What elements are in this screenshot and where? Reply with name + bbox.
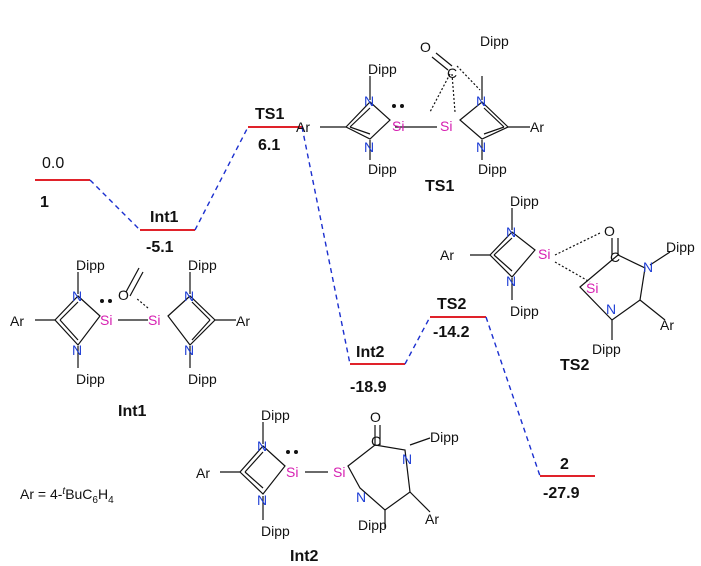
int2-dipp-1: Dipp xyxy=(261,407,290,423)
ts2-ar-left: Ar xyxy=(440,247,454,263)
int2-dipp-2: Dipp xyxy=(261,523,290,539)
ts1-dipp-1: Dipp xyxy=(368,61,397,77)
ts1-atom-n1: N xyxy=(364,93,374,109)
name-1: 1 xyxy=(40,194,49,211)
ts1-atom-n2: N xyxy=(364,139,374,155)
int1-atom-n3: N xyxy=(184,288,194,304)
int1-atom-si1: Si xyxy=(100,312,112,328)
name-ts2: TS2 xyxy=(437,296,466,313)
int2-dipp-4: Dipp xyxy=(358,517,387,533)
structure-ts1: O C N N Si Si N N Ar Ar Dipp Dipp Dipp D… xyxy=(296,33,544,195)
ts1-atom-si2: Si xyxy=(440,118,452,134)
structure-int1: O N N Si Si N N Ar Ar Dipp Dipp Dipp Dip… xyxy=(10,257,250,420)
ts1-dipp-2: Dipp xyxy=(368,161,397,177)
int1-dipp-2: Dipp xyxy=(76,371,105,387)
ts1-ar-left: Ar xyxy=(296,119,310,135)
int1-atom-n2: N xyxy=(72,342,82,358)
int1-dipp-1: Dipp xyxy=(76,257,105,273)
int2-ar-right: Ar xyxy=(425,511,439,527)
connector-int2-ts2 xyxy=(404,316,431,365)
ts2-atom-c: C xyxy=(610,249,620,265)
int2-ar-left: Ar xyxy=(196,465,210,481)
ts2-atom-n1: N xyxy=(506,224,516,240)
energy-ts1: 6.1 xyxy=(258,137,280,154)
int1-ar-right: Ar xyxy=(236,313,250,329)
level-labels: 0.0 1 Int1 -5.1 TS1 6.1 Int2 -18.9 TS2 -… xyxy=(40,106,580,502)
name-int2: Int2 xyxy=(356,344,385,361)
ts2-dipp-3: Dipp xyxy=(666,239,695,255)
connector-1-int1 xyxy=(89,179,141,231)
ts1-ar-right: Ar xyxy=(530,119,544,135)
energy-int1: -5.1 xyxy=(146,239,174,256)
energy-2: -27.9 xyxy=(543,485,580,502)
connector-int1-ts1 xyxy=(194,126,249,231)
int1-atom-n4: N xyxy=(184,342,194,358)
int1-dipp-3: Dipp xyxy=(188,257,217,273)
int2-atom-n4: N xyxy=(356,489,366,505)
int2-atom-n3: N xyxy=(402,451,412,467)
ts2-atom-si2: Si xyxy=(586,280,598,296)
ts2-atom-o: O xyxy=(604,223,615,239)
int1-dipp-4: Dipp xyxy=(188,371,217,387)
ts2-atom-si1: Si xyxy=(538,246,550,262)
ar-definition: Ar = 4-tBuC6H4 xyxy=(20,486,114,506)
connector-ts1-int2 xyxy=(301,126,351,365)
ts1-dipp-4: Dipp xyxy=(478,161,507,177)
int2-atom-o: O xyxy=(370,409,381,425)
ts1-atom-n4: N xyxy=(476,139,486,155)
structure-ts2: O C N N Si Si N N Ar Ar Dipp Dipp Dipp D… xyxy=(440,193,695,374)
int1-ar-left: Ar xyxy=(10,313,24,329)
int1-atom-o: O xyxy=(118,287,129,303)
structure-int2: O C N N Si Si N N Ar Ar Dipp Dipp Dipp D… xyxy=(196,407,459,565)
ts2-atom-n3: N xyxy=(643,259,653,275)
int2-atom-n1: N xyxy=(257,438,267,454)
ts1-atom-c: C xyxy=(447,65,457,81)
int1-atom-si2: Si xyxy=(148,312,160,328)
structure-label-ts2: TS2 xyxy=(560,357,589,374)
ts2-dipp-1: Dipp xyxy=(510,193,539,209)
ts2-dipp-4: Dipp xyxy=(592,341,621,357)
ts1-atom-o: O xyxy=(420,39,431,55)
structure-label-int1: Int1 xyxy=(118,403,147,420)
int2-dipp-3: Dipp xyxy=(430,429,459,445)
energy-levels xyxy=(35,126,595,477)
energy-ts2: -14.2 xyxy=(433,324,470,341)
energy-int2: -18.9 xyxy=(350,379,387,396)
connector-ts2-2 xyxy=(485,316,541,477)
ts2-atom-n2: N xyxy=(506,273,516,289)
structure-label-int2: Int2 xyxy=(290,548,319,565)
ts2-ar-right: Ar xyxy=(660,317,674,333)
ts1-atom-si1: Si xyxy=(392,118,404,134)
name-ts1: TS1 xyxy=(255,106,284,123)
int2-atom-c: C xyxy=(371,433,381,449)
level-connectors xyxy=(89,126,541,477)
structure-label-ts1: TS1 xyxy=(425,178,454,195)
int2-atom-n2: N xyxy=(257,492,267,508)
int2-atom-si1: Si xyxy=(286,464,298,480)
int1-atom-n1: N xyxy=(72,288,82,304)
ts2-atom-n4: N xyxy=(606,301,616,317)
energy-1: 0.0 xyxy=(42,155,64,172)
int2-atom-si2: Si xyxy=(333,464,345,480)
name-2: 2 xyxy=(560,456,569,473)
ts2-dipp-2: Dipp xyxy=(510,303,539,319)
name-int1: Int1 xyxy=(150,209,179,226)
ts1-dipp-3: Dipp xyxy=(480,33,509,49)
ts1-atom-n3: N xyxy=(476,93,486,109)
